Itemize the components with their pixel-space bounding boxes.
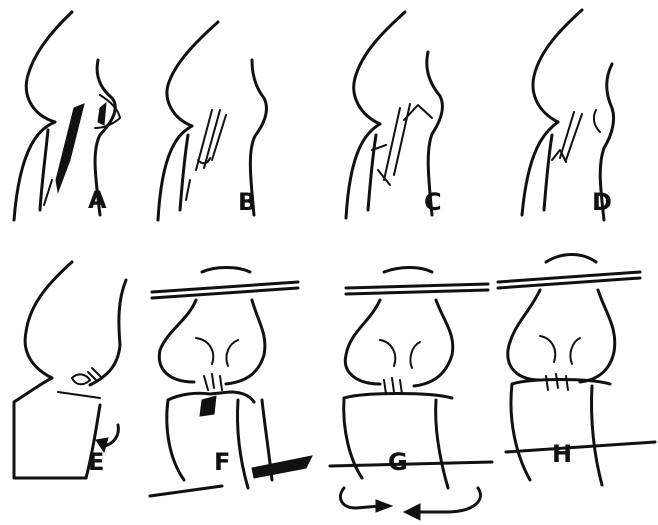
panel-e: E [14,262,126,478]
panel-g: G [330,268,492,521]
panel-b: B [158,22,266,220]
panel-label-b: B [238,188,256,216]
panel-label-e: E [88,448,104,476]
panel-a: A [14,12,120,220]
panel-label-a: A [88,186,107,214]
panel-f: F [150,268,312,497]
panel-d: D [522,10,614,220]
panel-label-c: C [424,188,442,216]
panel-label-h: H [552,440,572,468]
panel-h: H [498,255,655,486]
panel-c: C [346,12,442,218]
panel-label-f: F [214,448,230,476]
panel-label-d: D [592,188,612,216]
panel-label-g: G [388,448,408,476]
